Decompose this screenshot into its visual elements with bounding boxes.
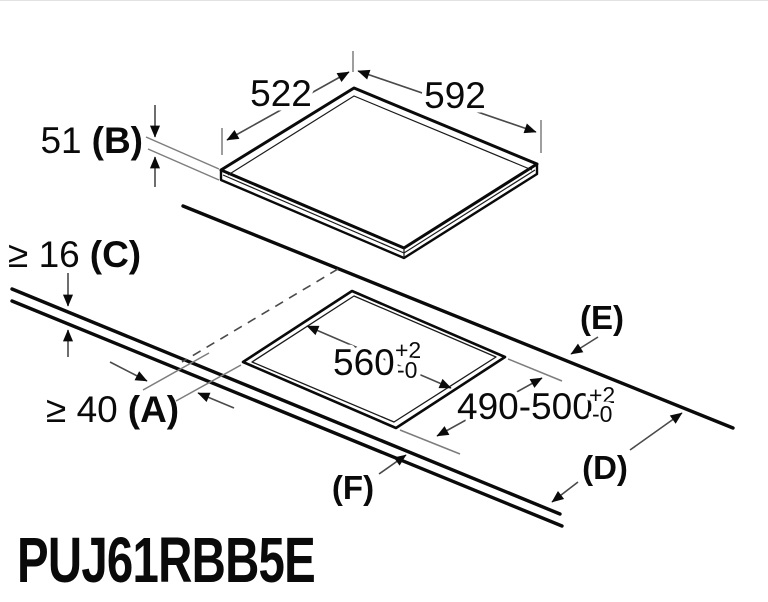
dim-line-592 xyxy=(357,69,537,134)
hidden-projection-dashed-line xyxy=(181,268,339,363)
leader-arrow-e xyxy=(570,336,599,355)
dim-arrow-40-right xyxy=(197,392,235,409)
dim-line-522 xyxy=(226,71,350,141)
leader-arrow-f xyxy=(378,454,407,475)
dim-text-560-tol-plus: +2 xyxy=(395,337,421,363)
ext-clearance-cutout xyxy=(175,364,242,402)
ext-clearance-front xyxy=(142,352,210,391)
dim-text-40-a: ≥ 40(A) xyxy=(46,389,179,430)
dim-text-490-tol-plus: +2 xyxy=(589,382,615,408)
hob-top-rim-line xyxy=(227,95,533,176)
ext-cutout-bottom-corner xyxy=(399,429,461,455)
label-d: (D) xyxy=(582,449,628,486)
dim-arrow-40-left xyxy=(109,361,148,382)
dimension-lines xyxy=(62,69,683,503)
model-number: PUJ61RBB5E xyxy=(17,524,315,596)
dim-text-560-tol-minus: -0 xyxy=(397,357,417,383)
label-e: (E) xyxy=(580,299,624,336)
ext-hob-thickness-top xyxy=(145,136,220,170)
hob-bevel-line xyxy=(222,169,536,254)
dim-text-16-c: ≥ 16(C) xyxy=(8,234,141,275)
extension-lines xyxy=(142,51,563,455)
dim-text-490-500: 490-500 xyxy=(457,386,593,427)
leader-arrow-d-rear xyxy=(629,412,683,451)
worktop-front-top-line xyxy=(10,287,562,516)
dim-text-560: 560 xyxy=(333,342,395,383)
ext-cutout-right-corner xyxy=(507,358,563,382)
dim-text-51-b: 51(B) xyxy=(40,120,143,161)
leader-arrow-d-front xyxy=(551,481,579,503)
dimension-texts: 522 592 51(B) ≥ 16(C) ≥ 40(A) 560 +2 -0 … xyxy=(8,69,628,507)
dim-line-490-500 xyxy=(436,377,543,437)
label-f: (F) xyxy=(332,469,374,506)
worktop-edges xyxy=(10,204,735,528)
dim-text-522: 522 xyxy=(250,73,312,114)
dim-line-560 xyxy=(306,325,452,389)
ext-hob-thickness-bottom xyxy=(147,148,220,181)
dim-text-592: 592 xyxy=(424,75,486,116)
worktop-front-bottom-line xyxy=(10,299,564,528)
dim-text-490-tol-minus: -0 xyxy=(592,401,612,427)
worktop-rear-edge-line xyxy=(181,204,735,430)
